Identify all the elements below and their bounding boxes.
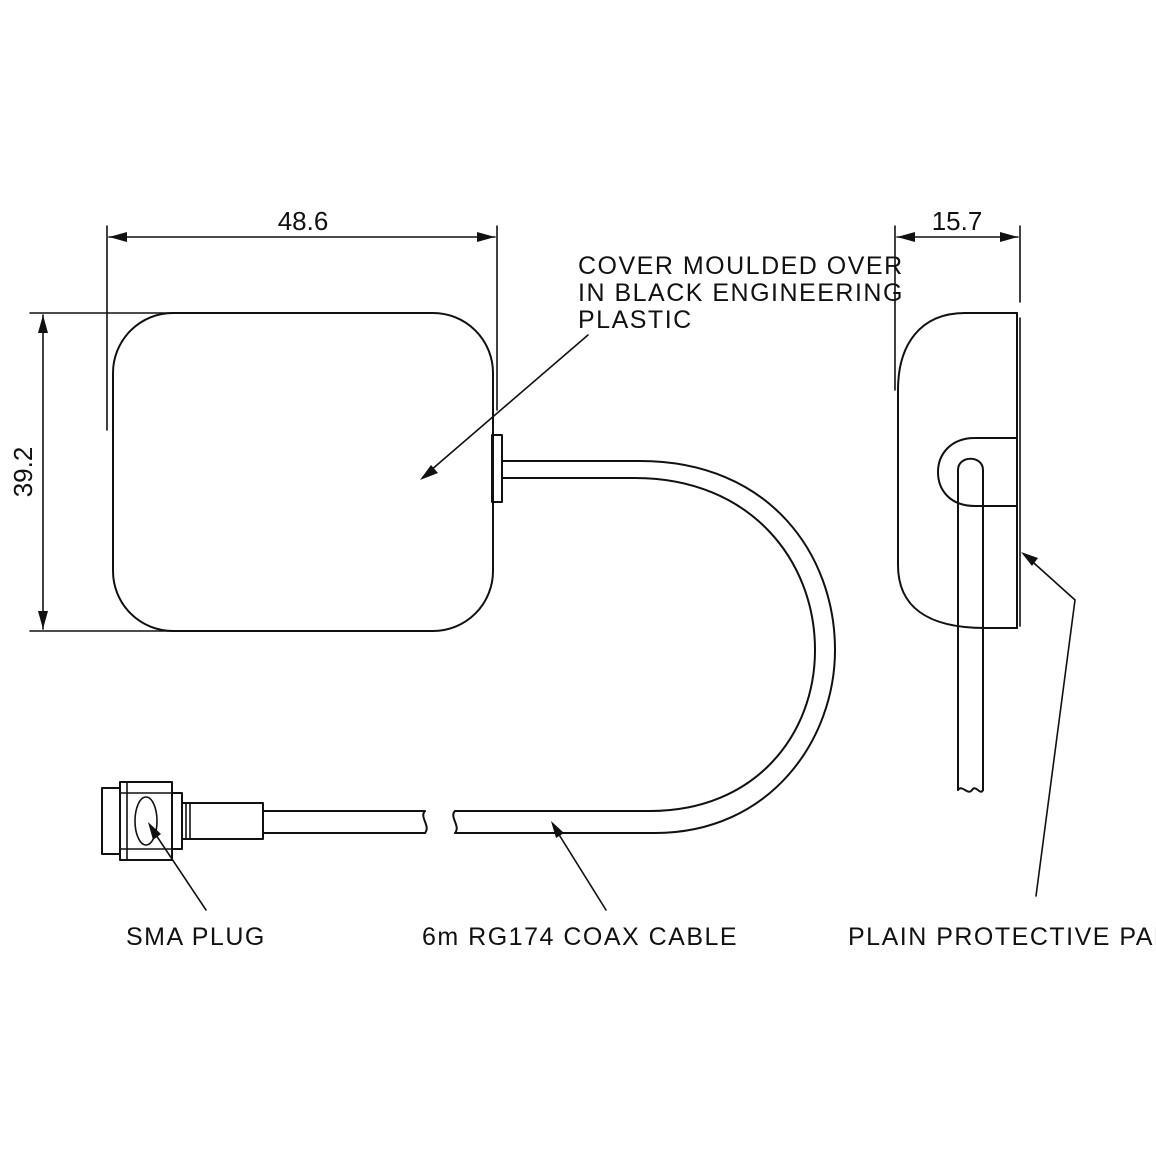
coax-leader — [551, 821, 607, 911]
height-dimension: 39.2 — [8, 312, 176, 632]
width-dimension: 48.6 — [106, 206, 498, 431]
protective-pad-label: PLAIN PROTECTIVE PAD — [848, 923, 1156, 951]
sma-leader — [148, 822, 207, 911]
cover-leader — [420, 334, 589, 480]
sma-plug — [101, 781, 264, 861]
width-dimension-label: 48.6 — [278, 206, 329, 236]
antenna-body-side-view — [897, 312, 1021, 793]
coax-cable — [262, 460, 836, 834]
depth-dimension-label: 15.7 — [932, 206, 983, 236]
pad-leader — [1021, 552, 1076, 897]
cover-label-line-2: IN BLACK ENGINEERING — [578, 279, 904, 307]
height-dimension-label: 39.2 — [8, 447, 38, 498]
cover-label-line-3: PLASTIC — [578, 306, 693, 334]
sma-plug-label: SMA PLUG — [126, 923, 266, 951]
depth-dimension: 15.7 — [894, 206, 1021, 391]
cover-label-line-1: COVER MOULDED OVER — [578, 252, 904, 280]
antenna-body-front-view — [112, 312, 503, 632]
coax-cable-label: 6m RG174 COAX CABLE — [422, 923, 738, 951]
